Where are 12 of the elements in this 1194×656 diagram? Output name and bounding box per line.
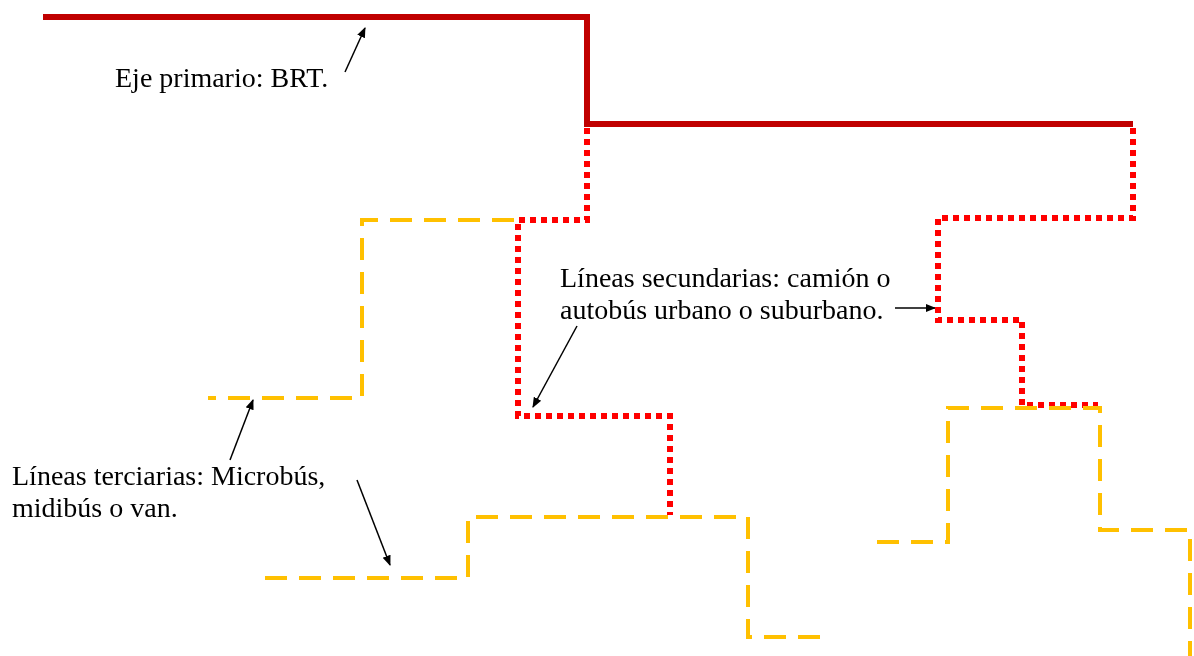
callout-text: Eje primario: BRT. xyxy=(115,62,347,94)
leader-arrow xyxy=(344,27,366,73)
leader-arrow xyxy=(229,399,254,461)
primary-route-line xyxy=(40,14,1136,127)
tertiary-route-line xyxy=(206,218,516,400)
callout-text: Líneas terciarias: Microbús, midibús o van. xyxy=(12,460,357,524)
secondary-route-line xyxy=(935,125,1136,408)
leader-arrow xyxy=(894,303,937,313)
tertiary-route-line xyxy=(875,406,1192,656)
callout-text: Líneas secundarias: camión o autobús urbano o suburbano. xyxy=(560,262,895,326)
leader-arrow xyxy=(532,325,578,408)
leader-arrow xyxy=(356,479,391,566)
